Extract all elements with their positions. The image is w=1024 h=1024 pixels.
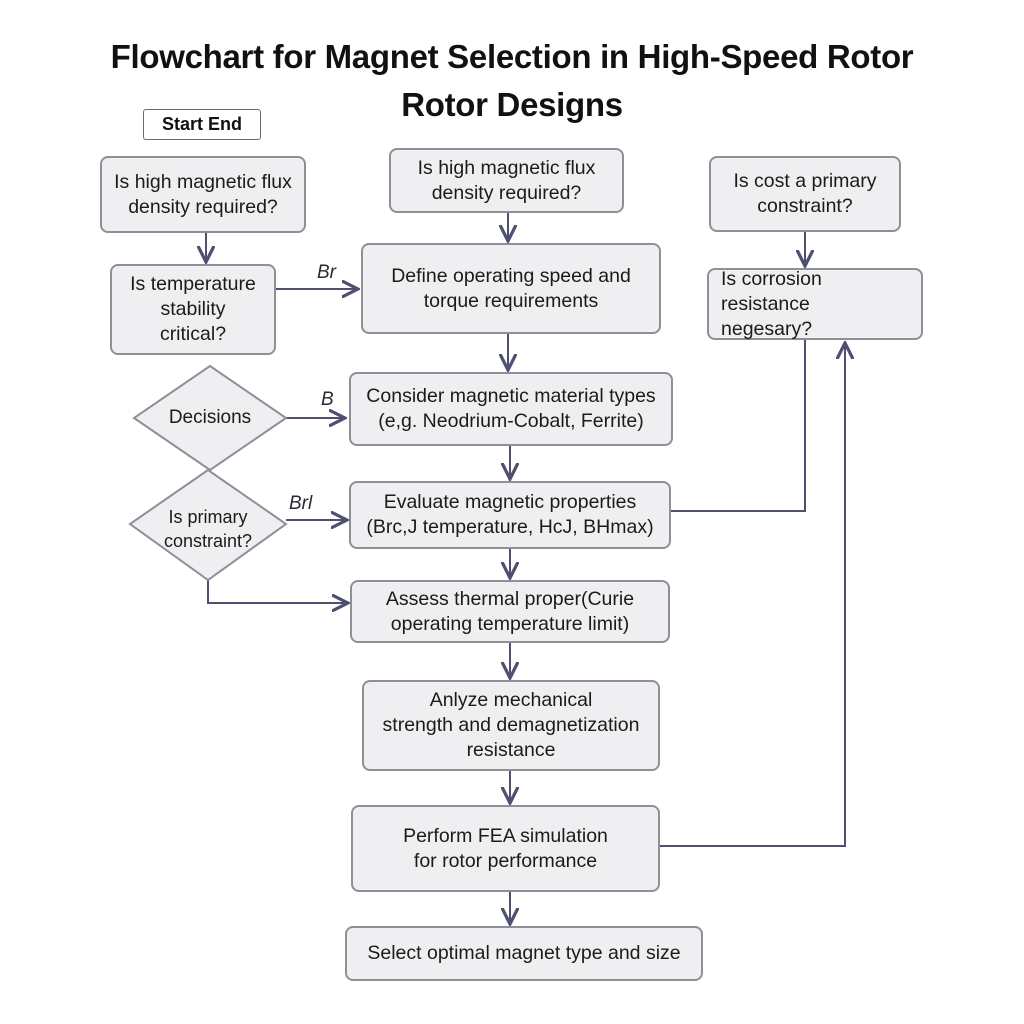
node-temperature-stability-question: Is temperature stability critical? (110, 264, 276, 355)
decision-label-decisions: Decisions (168, 407, 252, 428)
node-define-requirements: Define operating speed and torque requir… (361, 243, 661, 334)
node-analyze-mechanical-strength: Anlyze mechanical strength and demagneti… (362, 680, 660, 771)
decision-diamond-decisions (132, 364, 288, 472)
node-cost-constraint-question: Is cost a primary constraint? (709, 156, 901, 232)
node-evaluate-magnetic-properties: Evaluate magnetic properties (Brс,J temp… (349, 481, 671, 549)
node-corrosion-resistance-question: Is corrosion resistance negesary? (707, 268, 923, 340)
node-perform-fea-simulation: Perform FEA simulation for rotor perform… (351, 805, 660, 892)
decision-diamond-primary (128, 468, 288, 582)
node-top-flux-density-question: Is high magnetic flux density required? (389, 148, 624, 213)
node-left-flux-density-question: Is high magnetic flux density required? (100, 156, 306, 233)
node-select-optimal-magnet: Select optimal magnet type and size (345, 926, 703, 981)
node-consider-material-types: Consider magnetic material types (e,g. N… (349, 372, 673, 446)
node-assess-thermal-properties: Assess thermal proper(Curie operating te… (350, 580, 670, 643)
arrow-primary-to-assess (207, 580, 348, 603)
page-title-continuation: Rotor Designs (401, 86, 623, 123)
edge-label-b: B (321, 389, 334, 410)
decision-label-primary-constraint: Is primary constraint? (163, 507, 253, 551)
page-title: Flowchart for Magnet Selection in High-S… (110, 38, 914, 75)
edge-label-br: Br (317, 262, 336, 283)
arrow-perform-to-corrosion (660, 343, 845, 847)
connector-corrosion-to-evaluate (671, 340, 806, 512)
edge-label-brl: Brl (289, 493, 313, 514)
start-end-legend: Start End (143, 109, 261, 140)
